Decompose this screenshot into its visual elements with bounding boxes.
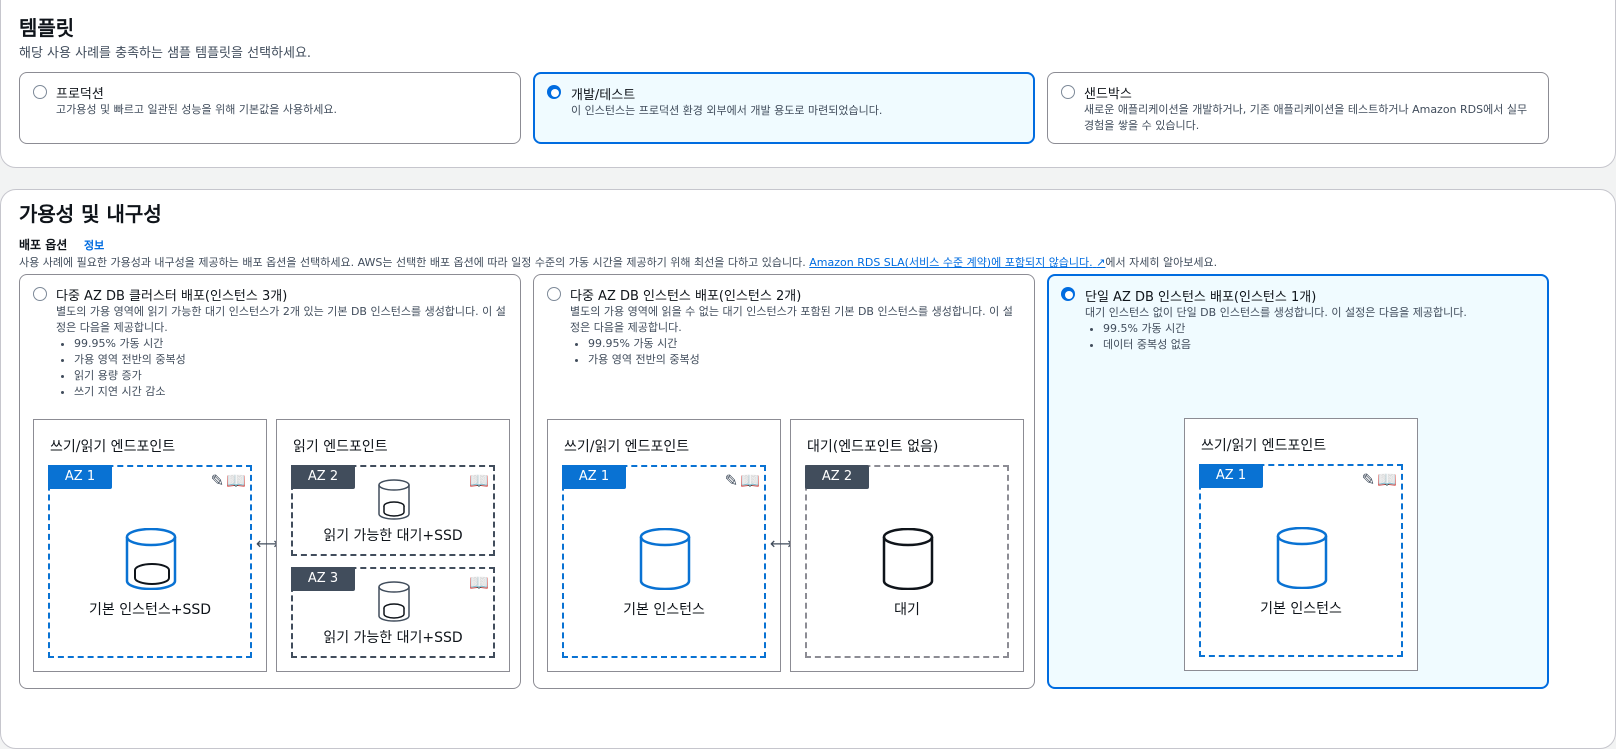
bullet: 99.5% 가동 시간 — [1103, 321, 1533, 337]
db-label: 기본 인스턴스 — [623, 602, 705, 618]
az-badge: AZ 2 — [291, 465, 355, 489]
az-badge: AZ 1 — [562, 465, 626, 489]
option-title: 다중 AZ DB 클러스터 배포(인스턴스 3개) — [56, 289, 288, 304]
az1-zone: AZ 1 ✎ 📖 기본 인스턴스 — [1199, 464, 1403, 657]
desc-after-text: 에서 자세히 알아보세요. — [1105, 256, 1218, 269]
pencil-icon[interactable]: ✎ — [210, 471, 224, 490]
db-label: 기본 인스턴스+SSD — [88, 602, 211, 618]
option-title: 개발/테스트 — [571, 88, 636, 103]
bullet: 가용 영역 전반의 중복성 — [588, 352, 1020, 368]
option-bullets: 99.95% 가동 시간 가용 영역 전반의 중복성 — [570, 336, 1020, 368]
database-icon — [378, 581, 410, 622]
radio-icon[interactable] — [547, 287, 561, 301]
deploy-options-label: 배포 옵션 — [19, 238, 68, 252]
option-title: 샌드박스 — [1084, 87, 1132, 102]
desc-text: 사용 사례에 필요한 가용성과 내구성을 제공하는 배포 옵션을 선택하세요. … — [19, 256, 806, 269]
db-label: 기본 인스턴스 — [1260, 601, 1342, 617]
info-link[interactable]: 정보 — [84, 239, 105, 252]
box-label: 읽기 엔드포인트 — [293, 439, 388, 455]
template-option-sandbox[interactable]: 샌드박스 새로운 애플리케이션을 개발하거나, 기존 애플리케이션을 테스트하거… — [1047, 72, 1549, 144]
option-title: 다중 AZ DB 인스턴스 배포(인스턴스 2개) — [570, 289, 802, 304]
option-description: 별도의 가용 영역에 읽을 수 없는 대기 인스턴스가 포함된 기본 DB 인스… — [570, 304, 1020, 368]
sla-link-text: Amazon RDS SLA(서비스 수준 계약)에 포함되지 않습니다. — [809, 256, 1093, 269]
option-title: 프로덕션 — [56, 87, 104, 102]
arrow-left-right-icon: ⟷ — [770, 534, 793, 553]
database-icon — [1276, 527, 1328, 589]
deploy-options-description: 사용 사례에 필요한 가용성과 내구성을 제공하는 배포 옵션을 선택하세요. … — [19, 254, 1217, 270]
option-bullets: 99.95% 가동 시간 가용 영역 전반의 중복성 읽기 용량 증가 쓰기 지… — [56, 336, 506, 400]
db-label: 읽기 가능한 대기+SSD — [323, 630, 463, 646]
write-read-endpoint-box: 쓰기/읽기 엔드포인트 AZ 1 ✎ 📖 기본 인스턴스 — [547, 419, 781, 672]
bullet: 데이터 중복성 없음 — [1103, 337, 1533, 353]
radio-icon[interactable] — [33, 85, 47, 99]
az1-zone: AZ 1 ✎ 📖 기본 인스턴스 — [562, 465, 766, 658]
arrow-left-right-icon: ⟷ — [256, 534, 279, 553]
templates-description: 해당 사용 사례를 충족하는 샘플 템플릿을 선택하세요. — [19, 46, 312, 61]
bullet: 99.95% 가동 시간 — [74, 336, 506, 352]
book-icon[interactable]: 📖 — [740, 471, 760, 490]
read-endpoint-box: 읽기 엔드포인트 AZ 2 📖 읽기 가능한 대기+SSD AZ 3 📖 읽기 … — [276, 419, 510, 672]
option-description: 고가용성 및 빠르고 일관된 성능을 위해 기본값을 사용하세요. — [56, 103, 337, 116]
option-description-text: 별도의 가용 영역에 읽을 수 없는 대기 인스턴스가 포함된 기본 DB 인스… — [570, 305, 1013, 334]
box-label: 쓰기/읽기 엔드포인트 — [1201, 438, 1327, 454]
pencil-icon[interactable]: ✎ — [1361, 470, 1375, 489]
write-read-endpoint-box: 쓰기/읽기 엔드포인트 AZ 1 ✎ 📖 기본 인스턴스 — [1184, 418, 1418, 671]
option-description-text: 대기 인스턴스 없이 단일 DB 인스턴스를 생성합니다. 이 설정은 다음을 … — [1085, 306, 1467, 319]
write-read-endpoint-box: 쓰기/읽기 엔드포인트 AZ 1 ✎ 📖 기본 인스턴스+SSD — [33, 419, 267, 672]
option-description-text: 별도의 가용 영역에 읽기 가능한 대기 인스턴스가 2개 있는 기본 DB 인… — [56, 305, 506, 334]
standby-box: 대기(엔드포인트 없음) AZ 2 대기 — [790, 419, 1024, 672]
bullet: 읽기 용량 증가 — [74, 368, 506, 384]
book-icon[interactable]: 📖 — [226, 471, 246, 490]
template-option-devtest[interactable]: 개발/테스트 이 인스턴스는 프로덕션 환경 외부에서 개발 용도로 마련되었습… — [533, 72, 1035, 144]
database-icon — [125, 528, 177, 590]
external-link-icon: ↗ — [1096, 256, 1106, 269]
book-icon[interactable]: 📖 — [1377, 470, 1397, 489]
radio-icon[interactable] — [1061, 287, 1075, 301]
pencil-icon[interactable]: ✎ — [724, 471, 738, 490]
deploy-option-single-az-instance[interactable]: 단일 AZ DB 인스턴스 배포(인스턴스 1개) 대기 인스턴스 없이 단일 … — [1047, 274, 1549, 689]
db-label: 대기 — [894, 602, 920, 618]
bullet: 쓰기 지연 시간 감소 — [74, 384, 506, 400]
radio-icon[interactable] — [1061, 85, 1075, 99]
book-icon[interactable]: 📖 — [469, 573, 489, 592]
db-label: 읽기 가능한 대기+SSD — [323, 528, 463, 544]
az-badge: AZ 2 — [805, 465, 869, 489]
option-description: 이 인스턴스는 프로덕션 환경 외부에서 개발 용도로 마련되었습니다. — [571, 104, 883, 117]
radio-icon[interactable] — [33, 287, 47, 301]
az-badge: AZ 1 — [48, 465, 112, 489]
option-title: 단일 AZ DB 인스턴스 배포(인스턴스 1개) — [1085, 290, 1317, 305]
box-label: 대기(엔드포인트 없음) — [807, 439, 939, 455]
template-option-production[interactable]: 프로덕션 고가용성 및 빠르고 일관된 성능을 위해 기본값을 사용하세요. — [19, 72, 521, 144]
option-bullets: 99.5% 가동 시간 데이터 중복성 없음 — [1085, 321, 1533, 353]
database-icon — [882, 528, 934, 590]
box-label: 쓰기/읽기 엔드포인트 — [50, 439, 176, 455]
availability-title: 가용성 및 내구성 — [19, 202, 162, 226]
deploy-option-multi-az-cluster[interactable]: 다중 AZ DB 클러스터 배포(인스턴스 3개) 별도의 가용 영역에 읽기 … — [19, 274, 521, 689]
az-badge: AZ 1 — [1199, 464, 1263, 488]
templates-title: 템플릿 — [19, 16, 75, 40]
deploy-option-multi-az-instance[interactable]: 다중 AZ DB 인스턴스 배포(인스턴스 2개) 별도의 가용 영역에 읽을 … — [533, 274, 1035, 689]
radio-icon[interactable] — [547, 85, 561, 99]
sla-link[interactable]: Amazon RDS SLA(서비스 수준 계약)에 포함되지 않습니다. ↗ — [809, 256, 1105, 269]
box-label: 쓰기/읽기 엔드포인트 — [564, 439, 690, 455]
az3-zone: AZ 3 📖 읽기 가능한 대기+SSD — [291, 567, 495, 658]
bullet: 99.95% 가동 시간 — [588, 336, 1020, 352]
bullet: 가용 영역 전반의 중복성 — [74, 352, 506, 368]
az1-zone: AZ 1 ✎ 📖 기본 인스턴스+SSD — [48, 465, 252, 658]
option-description: 별도의 가용 영역에 읽기 가능한 대기 인스턴스가 2개 있는 기본 DB 인… — [56, 304, 506, 400]
book-icon[interactable]: 📖 — [469, 471, 489, 490]
option-description: 새로운 애플리케이션을 개발하거나, 기존 애플리케이션을 테스트하거나 Ama… — [1084, 103, 1528, 132]
database-icon — [378, 479, 410, 520]
az2-zone: AZ 2 대기 — [805, 465, 1009, 658]
az-badge: AZ 3 — [291, 567, 355, 591]
option-description: 대기 인스턴스 없이 단일 DB 인스턴스를 생성합니다. 이 설정은 다음을 … — [1085, 305, 1533, 353]
az2-zone: AZ 2 📖 읽기 가능한 대기+SSD — [291, 465, 495, 556]
database-icon — [639, 528, 691, 590]
